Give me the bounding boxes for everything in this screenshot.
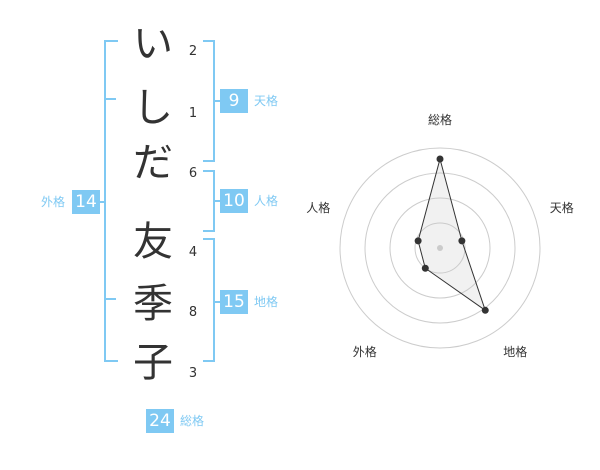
- stroke-count-3: 6: [188, 166, 198, 181]
- chikaku-label: 地格: [254, 295, 279, 309]
- radar-point-3: [421, 264, 429, 272]
- radar-axis-label-3: 外格: [352, 344, 377, 359]
- chikaku-connector: [213, 301, 220, 303]
- radar-ring-4: [339, 147, 541, 349]
- stroke-count-6: 3: [188, 366, 198, 381]
- gaikaku-bracket-tick-1: [104, 98, 116, 100]
- radar-axis-label-1: 天格: [549, 201, 574, 216]
- gaikaku-bracket-tick-2: [104, 298, 116, 300]
- stroke-count-1: 2: [188, 44, 198, 59]
- gaikaku-bracket: [104, 40, 118, 362]
- stroke-count-5: 8: [188, 305, 198, 320]
- jinkaku-connector: [213, 200, 220, 202]
- radar-axis-label-2: 地格: [503, 344, 528, 359]
- tenkaku-label: 天格: [254, 94, 279, 108]
- stroke-count-4: 4: [188, 245, 198, 260]
- radar-center: [437, 245, 443, 251]
- name-char-2: し: [133, 85, 173, 131]
- radar-chart: [300, 100, 590, 380]
- gaikaku-connector: [96, 201, 104, 203]
- name-char-6: 子: [133, 340, 173, 386]
- radar-point-4: [414, 237, 422, 245]
- radar-axis-label-0: 総格: [427, 113, 453, 127]
- radar-ring-1: [414, 222, 466, 274]
- radar-point-0: [436, 155, 444, 163]
- radar-point-1: [458, 237, 466, 245]
- name-char-1: い: [133, 21, 173, 67]
- radar-axis-label-4: 人格: [306, 201, 331, 216]
- radar-ring-3: [364, 172, 516, 324]
- name-char-4: 友: [133, 219, 173, 265]
- radar-series-polygon: [417, 157, 487, 312]
- gaikaku-value: 14: [72, 190, 100, 214]
- chikaku-value: 15: [220, 290, 248, 314]
- tenkaku-connector: [213, 100, 220, 102]
- radar-point-2: [481, 306, 489, 314]
- radar-svg: [339, 147, 541, 349]
- jinkaku-label: 人格: [254, 194, 279, 208]
- soukaku-label: 総格: [180, 414, 205, 428]
- soukaku-value: 24: [146, 409, 174, 433]
- jinkaku-value: 10: [220, 189, 248, 213]
- stroke-count-2: 1: [188, 106, 198, 121]
- name-char-3: だ: [133, 140, 173, 186]
- tenkaku-value: 9: [220, 89, 248, 113]
- radar-ring-2: [389, 197, 491, 299]
- gaikaku-label: 外格: [41, 195, 66, 209]
- name-char-5: 季: [133, 281, 173, 327]
- chikaku-bracket: [203, 238, 215, 362]
